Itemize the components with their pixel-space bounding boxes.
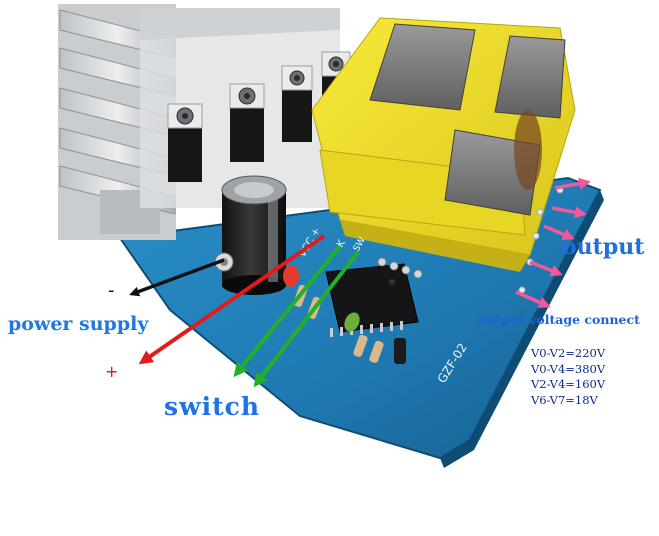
output-voltage-connect-label: output voltage connect: [478, 312, 640, 327]
arrow-output-4: [529, 260, 563, 277]
power-supply-label: power supply: [8, 313, 149, 335]
output-label: output: [562, 234, 645, 260]
transformer: [311, 17, 576, 272]
voltage-row: V2-V4=160V: [531, 377, 606, 391]
annotation-arrows: [129, 177, 591, 388]
voltage-row: V0-V4=380V: [531, 361, 606, 376]
voltage-row: V6-V7=18V: [531, 392, 598, 407]
positive-terminal-label: +: [105, 362, 119, 381]
arrow-switch-k: [233, 244, 342, 378]
board-components: [214, 186, 564, 364]
arrow-switch-sw: [253, 250, 360, 388]
arrow-positive: [138, 234, 326, 365]
silk-k: K: [335, 238, 348, 250]
electrolytic-capacitor: [221, 175, 287, 295]
arrow-output-3: [543, 224, 575, 240]
arrow-output-1: [554, 177, 591, 190]
voltage-table: V0-V2=220V V0-V4=380V V2-V4=160V V6-V7=1…: [531, 346, 605, 408]
arrow-negative: [129, 258, 225, 297]
negative-terminal-label: -: [108, 280, 115, 301]
voltage-row: V0-V2=220V: [531, 346, 606, 360]
arrow-output-2: [551, 206, 587, 219]
arrow-output-5: [515, 290, 551, 308]
switch-label: switch: [164, 392, 261, 421]
